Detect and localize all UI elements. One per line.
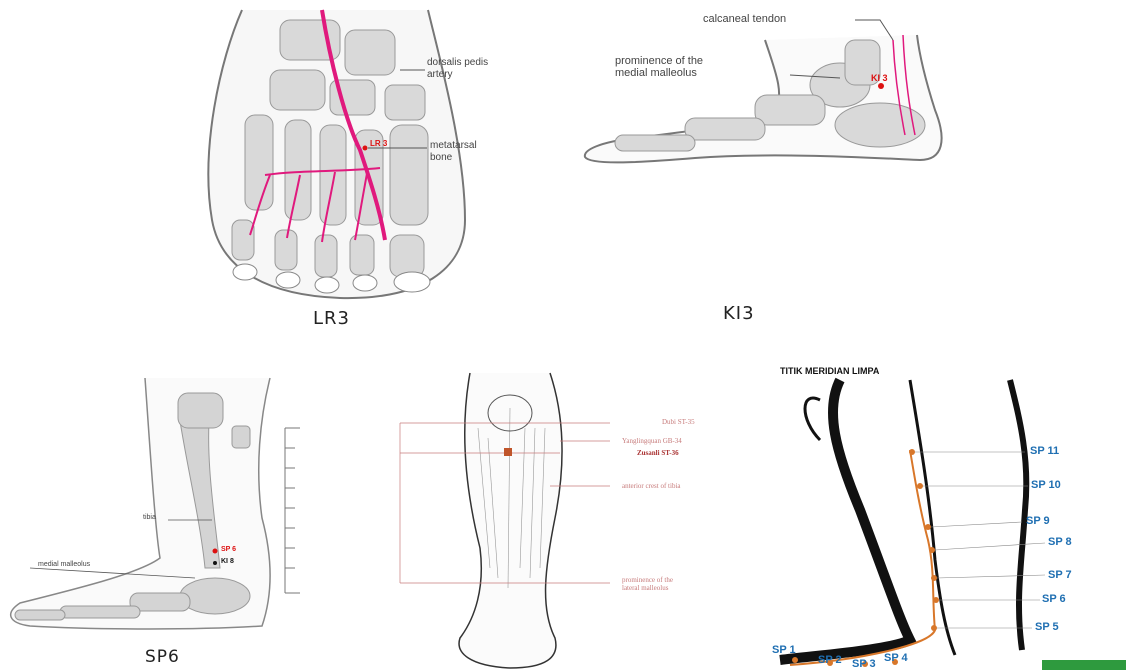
sp5-label: SP 5 — [1035, 621, 1059, 633]
lr3-diagram: dorsalis pedis artery metatarsal bone LR… — [190, 0, 550, 340]
ki8-point-label: KI 8 — [221, 558, 234, 565]
leg-medial-illustration — [0, 368, 330, 670]
st36-diagram: Dubi ST-35 Yanglingquan GB-34 Zusanli ST… — [360, 368, 750, 670]
foot-medial-illustration — [575, 0, 975, 340]
sp9-label: SP 9 — [1026, 515, 1050, 527]
sp11-label: SP 11 — [1030, 445, 1059, 457]
ki3-point-label: KI 3 — [871, 73, 888, 83]
sp6-caption: SP6 — [145, 647, 180, 667]
lr3-point-label: LR 3 — [370, 139, 387, 148]
source-watermark-bar — [1042, 660, 1126, 670]
sp6-point-label: SP 6 — [221, 546, 236, 553]
zusanli-label: Zusanli ST-36 — [637, 449, 679, 457]
dubi-label: Dubi ST-35 — [662, 418, 695, 426]
anterior-crest-label: anterior crest of tibia — [622, 482, 681, 490]
sp6-diagram: tibia medial malleolus SP 6 KI 8 SP6 — [0, 368, 330, 670]
lr3-caption: LR3 — [313, 308, 350, 329]
tibia-label: tibia — [143, 514, 156, 521]
sp3-label: SP 3 — [852, 658, 876, 670]
sp4-label: SP 4 — [884, 652, 908, 664]
bone-label: metatarsal bone — [430, 140, 477, 164]
leg-anterior-illustration — [360, 368, 750, 670]
sp10-label: SP 10 — [1031, 479, 1061, 491]
foot-dorsal-illustration — [190, 0, 550, 340]
sp1-label: SP 1 — [772, 644, 796, 656]
sp2-label: SP 2 — [818, 654, 842, 666]
yanglingquan-label: Yanglingquan GB-34 — [622, 437, 682, 445]
sp6-label: SP 6 — [1042, 593, 1066, 605]
tendon-label: calcaneal tendon — [703, 13, 786, 25]
spleen-meridian-diagram: TITIK MERIDIAN LIMPA SP 11 SP 10 SP 9 SP… — [760, 360, 1126, 670]
medial-malleolus-label: medial malleolus — [38, 561, 90, 568]
malleolus-label: prominence of the medial malleolus — [615, 55, 703, 79]
sp8-label: SP 8 — [1048, 536, 1072, 548]
spleen-title: TITIK MERIDIAN LIMPA — [780, 366, 879, 376]
ki3-caption: KI3 — [723, 303, 755, 324]
leg-meridian-illustration — [760, 360, 1126, 670]
ki3-diagram: calcaneal tendon prominence of the media… — [575, 0, 975, 340]
sp7-label: SP 7 — [1048, 569, 1072, 581]
prominence-label: prominence of the lateral malleolus — [622, 576, 673, 592]
artery-label: dorsalis pedis artery — [427, 57, 488, 81]
